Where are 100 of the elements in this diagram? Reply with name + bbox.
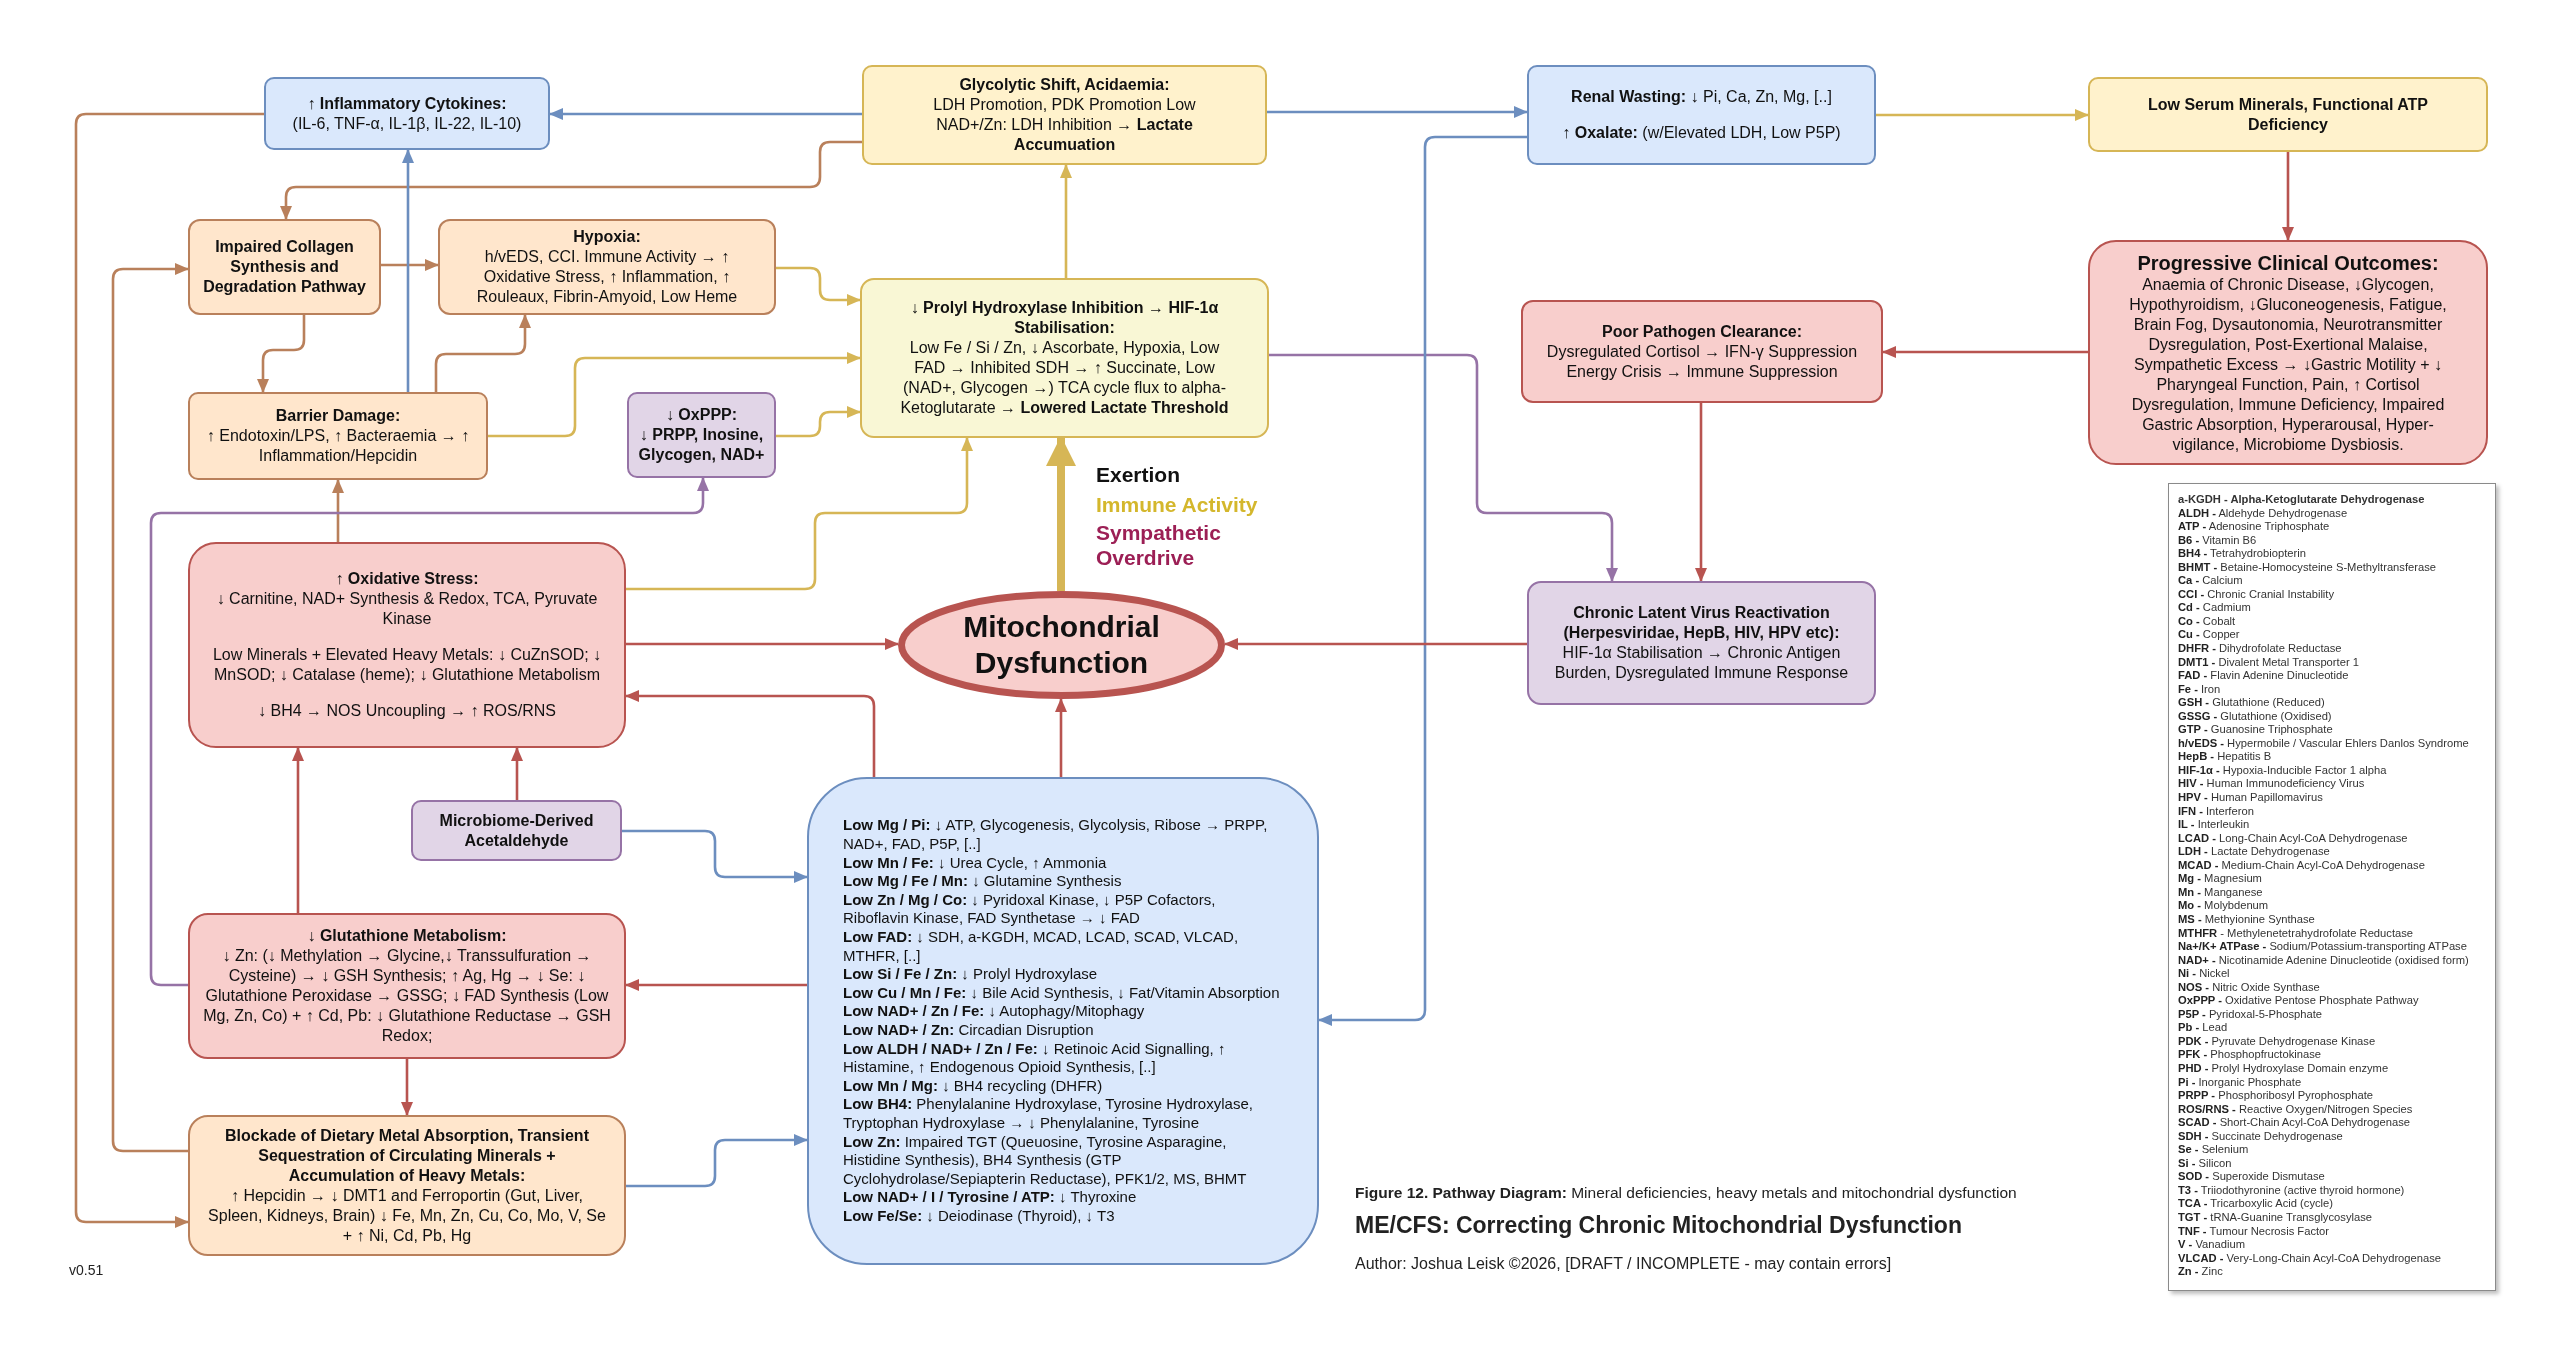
arrow — [401, 1059, 413, 1116]
list-item-text: Low NAD+ / I / Tyrosine / ATP: ↓ Thyroxine — [843, 1188, 1138, 1207]
arrow — [776, 266, 861, 306]
process-box — [438, 219, 776, 315]
node-heading: ↓ OxPPP: — [664, 405, 739, 425]
arrow — [1055, 698, 1067, 777]
node-text: Low Minerals + Elevated Heavy Metals: ↓ CuZnSOD; ↓ MnSOD; ↓ Catalase (heme); ↓ Glutathione Metabolism — [211, 645, 603, 685]
abbreviation-entry: GSH - Glutathione (Reduced) — [2178, 696, 2326, 710]
process-box — [188, 392, 488, 480]
abbreviation-entry: Ca - Calcium — [2178, 574, 2244, 588]
abbreviation-entry: Zn - Zinc — [2178, 1265, 2224, 1279]
node-text: ↑ Oxalate: (w/Elevated LDH, Low P5P) — [1561, 123, 1842, 143]
abbreviation-entry: IL - Interleukin — [2178, 818, 2251, 832]
arrow — [149, 477, 709, 987]
list-item-text: Low Si / Fe / Zn: ↓ Prolyl Hydroxylase — [843, 965, 1099, 984]
node-heading: Progressive Clinical Outcomes: — [2136, 250, 2440, 275]
node-heading: ↑ Oxidative Stress: — [334, 569, 480, 589]
list-item-text: Low Zn / Mg / Co: ↓ Pyridoxal Kinase, ↓ P5P Cofactors, Riboflavin Kinase, FAD Synthetase → ↓ FAD — [843, 890, 1217, 929]
node-text: ↓ PRPP, Inosine, Glycogen, NAD+ — [637, 425, 766, 465]
abbreviation-entry: DHFR - Dihydrofolate Reductase — [2178, 642, 2343, 656]
node-heading: Poor Pathogen Clearance: — [1600, 321, 1803, 342]
list-item-text: Low NAD+ / Zn / Fe: ↓ Autophagy/Mitophagy — [843, 1002, 1146, 1021]
abbreviation-entry: V - Vanadium — [2178, 1238, 2246, 1252]
abbreviation-entry: Pb - Lead — [2178, 1021, 2229, 1035]
process-box — [188, 542, 626, 748]
abbreviation-entry: BHMT - Betaine-Homocysteine S-Methyltransferase — [2178, 560, 2438, 575]
process-box — [264, 77, 550, 150]
node-text: h/vEDS, CCI. Immune Activity → ↑ Oxidative Stress, ↑ Inflammation, ↑ Rouleaux, Fibrin-Amyoid, Low Heme — [475, 247, 739, 307]
process-box — [411, 800, 622, 861]
abbreviation-entry: TNF - Tumour Necrosis Factor — [2178, 1224, 2331, 1239]
abbreviation-entry: PHD - Prolyl Hydroxylase Domain enzyme — [2178, 1061, 2390, 1076]
list-item-text: Low NAD+ / Zn: Circadian Disruption — [843, 1021, 1095, 1040]
arrow — [1269, 353, 1618, 582]
process-box — [188, 1115, 626, 1256]
abbreviation-entry: Cu - Copper — [2178, 628, 2241, 642]
ellipse-node — [898, 591, 1225, 699]
arrow — [1318, 135, 1527, 1026]
arrow — [626, 437, 973, 591]
abbreviation-entry: SDH - Succinate Dehydrogenase — [2178, 1129, 2344, 1144]
abbreviation-entry: BH4 - Tetrahydrobiopterin — [2178, 547, 2307, 561]
process-box — [2088, 240, 2488, 465]
process-box — [1521, 300, 1883, 403]
node-text: ↓ Zn: (↓ Methylation → Glycine,↓ Transsulfuration → Cysteine) → ↓ GSH Synthesis; ↑ Ag, Hg → ↓ Se: ↓ Glutathione Peroxidase → GSSG; ↓ FAD Synthesis (Low Mg, Zn, Co) + ↑ Cd, Pb: ↓ Glutathione Reductase → GSH Redox; — [202, 946, 612, 1046]
abbreviation-entry: h/vEDS - Hypermobile / Vascular Ehlers Danlos Syndrome — [2178, 736, 2470, 751]
node-heading: Chronic Latent Virus Reactivation (Herpesviridae, HepB, HIV, HPV etc): — [1562, 603, 1841, 643]
abbreviation-entry: Na+/K+ ATPase - Sodium/Potassium-transporting ATPase — [2178, 940, 2468, 954]
arrow — [626, 1134, 808, 1188]
abbreviation-entry: GSSG - Glutathione (Oxidised) — [2178, 709, 2333, 724]
abbreviation-entry: Si - Silicon — [2178, 1156, 2233, 1171]
node-heading: Impaired Collagen Synthesis and Degradation Pathway — [202, 237, 367, 297]
abbreviation-entry: GTP - Guanosine Triphosphate — [2178, 723, 2334, 737]
list-item-text: Low BH4: Phenylalanine Hydroxylase, Tyrosine Hydroxylase, Tryptophan Hydroxylase → ↓ Phenylalanine, Tyrosine — [843, 1095, 1254, 1133]
arrow — [1882, 346, 2088, 358]
node-heading: Hypoxia: — [572, 227, 642, 247]
list-item-text: Low Mn / Fe: ↓ Urea Cycle, ↑ Ammonia — [843, 853, 1108, 873]
node-text: ↑ Hepcidin → ↓ DMT1 and Ferroportin (Gut, Liver, Spleen, Kidneys, Brain) ↓ Fe, Mn, Zn, Cu, Co, Mo, V, Se + ↑ Ni, Cd, Pb, Hg — [207, 1185, 607, 1246]
abbreviation-entry: MCAD - Medium-Chain Acyl-CoA Dehydrogenase — [2178, 858, 2426, 873]
abbreviation-entry: Ni - Nickel — [2178, 967, 2231, 981]
abbreviation-entry: ATP - Adenosine Triphosphate — [2178, 520, 2331, 534]
abbreviation-entry: LCAD - Long-Chain Acyl-CoA Dehydrogenase — [2178, 831, 2409, 846]
node-text: Renal Wasting: ↓ Pi, Ca, Zn, Mg, [..] — [1570, 87, 1833, 107]
abbreviation-entry: Mn - Manganese — [2178, 885, 2264, 900]
arrow — [74, 112, 264, 1228]
arrow — [292, 747, 304, 913]
abbreviation-entry: SOD - Superoxide Dismutase — [2178, 1170, 2326, 1184]
abbreviation-entry: DMT1 - Divalent Metal Transporter 1 — [2178, 655, 2360, 670]
arrow — [625, 979, 807, 991]
node-text: (IL-6, TNF-α, IL-1β, IL-22, IL-10) — [291, 113, 523, 134]
abbreviation-entry: CCI - Chronic Cranial Instability — [2178, 587, 2336, 602]
node-text: Low Fe / Si / Zn, ↓ Ascorbate, Hypoxia, Low FAD → Inhibited SDH → ↑ Succinate, Low (NAD+, Glycogen →) TCA cycle flux to alpha-Ketoglutarate → Lowered Lactate Threshold — [899, 338, 1230, 418]
list-item-text: Low Mg / Fe / Mn: ↓ Glutamine Synthesis — [843, 872, 1123, 891]
arrow — [626, 638, 899, 650]
abbreviation-entry: FAD - Flavin Adenine Dinucleotide — [2178, 669, 2350, 683]
arrow — [1224, 638, 1527, 650]
abbreviation-entry: a-KGDH - Alpha-Ketoglutarate Dehydrogenase — [2178, 493, 2426, 507]
annotation-text: Sympathetic Overdrive — [1096, 520, 1222, 571]
annotation-text: Exertion — [1096, 462, 1181, 488]
arrow — [1876, 109, 2089, 121]
abbreviation-entry: IFN - Interferon — [2178, 804, 2255, 819]
arrow — [280, 140, 862, 220]
process-box — [627, 392, 776, 478]
node-heading: Barrier Damage: — [274, 406, 402, 426]
arrow — [622, 829, 808, 883]
list-item-text: Low Zn: Impaired TGT (Queuosine, Tyrosine Asparagine, Histidine Synthesis), BH4 Synthesis (GTP Cyclohydrolase/Sepiapterin Reductase), PFK1/2, MS, BHMT — [843, 1132, 1248, 1189]
list-item-text: Low Fe/Se: ↓ Deiodinase (Thyroid), ↓ T3 — [843, 1206, 1116, 1226]
arrow — [381, 259, 439, 271]
abbreviation-entry: PRPP - Phosphoribosyl Pyrophosphate — [2178, 1089, 2375, 1103]
abbreviation-entry: OxPPP - Oxidative Pentose Phosphate Pathway — [2178, 994, 2420, 1008]
process-box — [188, 219, 381, 315]
abbreviation-entry: ROS/RNS - Reactive Oxygen/Nitrogen Species — [2178, 1102, 2414, 1117]
abbreviation-entry: HIF-1α - Hypoxia-Inducible Factor 1 alpha — [2178, 763, 2388, 778]
process-box — [1527, 581, 1876, 705]
process-box — [188, 913, 626, 1059]
node-text: ↓ BH4 → NOS Uncoupling → ↑ ROS/RNS — [257, 701, 557, 721]
abbreviation-entry: MS - Methyionine Synthase — [2178, 912, 2316, 927]
list-item-text: Low FAD: ↓ SDH, a-KGDH, MCAD, LCAD, SCAD, VLCAD, MTHFR, [..] — [843, 928, 1240, 966]
node-text: LDH Promotion, PDK Promotion Low NAD+/Zn: LDH Inhibition → Lactate Accumuation — [932, 95, 1197, 155]
list-item-text: Low Mn / Mg: ↓ BH4 recycling (DHFR) — [843, 1076, 1104, 1096]
arrow — [1267, 106, 1528, 118]
process-box — [1527, 65, 1876, 165]
